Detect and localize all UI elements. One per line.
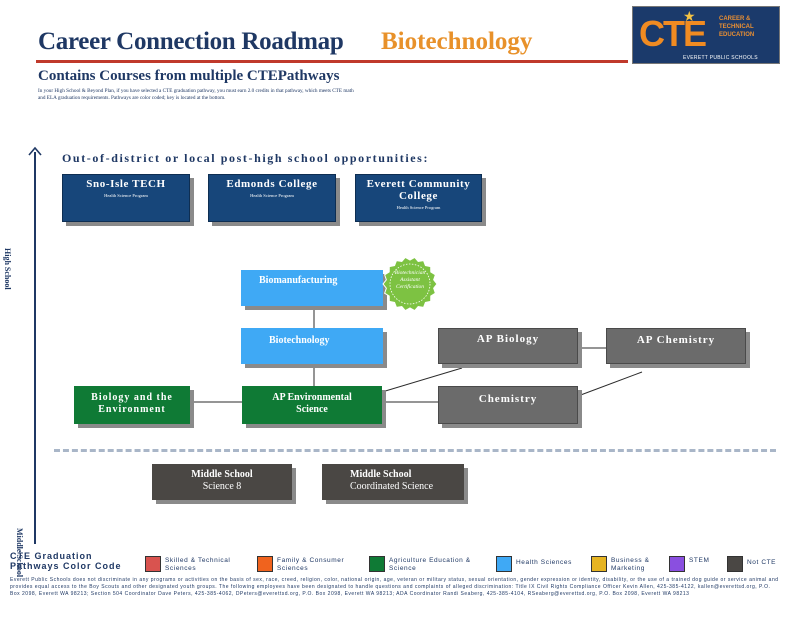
legend-swatch: [727, 556, 743, 572]
opportunity-sno-isle: Sno-Isle TECH Health Science Program: [62, 174, 190, 222]
legend-agriculture: Agriculture Education & Science: [369, 556, 493, 576]
legend-swatch: [591, 556, 607, 572]
course-ap-biology: AP Biology: [438, 328, 578, 364]
pathway-subject: Biotechnology: [381, 28, 533, 55]
legend-health-sciences: Health Sciences: [496, 556, 586, 576]
progression-axis: [34, 152, 36, 544]
legend-business-marketing: Business & Marketing: [591, 556, 667, 576]
legend-swatch: [496, 556, 512, 572]
certification-label: Biotechnician Assistant Certification: [394, 270, 426, 290]
cte-logo: CTE ★ CAREER & TECHNICAL EDUCATION EVERE…: [632, 6, 780, 64]
course-biomanufacturing: Biomanufacturing: [241, 270, 383, 306]
subtitle: Contains Courses from multiple CTEPathwa…: [38, 68, 340, 84]
course-ms-coordinated-science: Middle School Coordinated Science: [322, 464, 464, 500]
legend-swatch: [145, 556, 161, 572]
course-ap-environmental-science: AP Environmental Science: [242, 386, 382, 424]
legend-swatch: [369, 556, 385, 572]
level-divider: [54, 449, 776, 452]
legend-not-cte: Not CTE: [727, 556, 787, 576]
logo-text: CAREER & TECHNICAL EDUCATION: [719, 16, 755, 38]
page-title: Career Connection Roadmap: [38, 28, 344, 55]
course-ms-science-8: Middle School Science 8: [152, 464, 292, 500]
star-icon: ★: [683, 10, 696, 25]
nondiscrimination-statement: Everett Public Schools does not discrimi…: [10, 577, 779, 597]
legend-stem: STEM: [669, 556, 721, 576]
legend-swatch: [257, 556, 273, 572]
legend-swatch: [669, 556, 685, 572]
logo-mark: CTE: [639, 13, 707, 54]
intro-text: In your High School & Beyond Plan, if yo…: [38, 88, 354, 101]
logo-district: EVERETT PUBLIC SCHOOLS: [683, 55, 758, 61]
certification-seal-icon: [382, 256, 438, 312]
opportunity-everett-cc: Everett Community College Health Science…: [355, 174, 482, 222]
opportunities-heading: Out-of-district or local post-high schoo…: [62, 151, 430, 165]
course-biotechnology: Biotechnology: [241, 328, 383, 364]
course-chemistry: Chemistry: [438, 386, 578, 424]
opportunity-edmonds: Edmonds College Health Science Program: [208, 174, 336, 222]
legend-skilled-technical: Skilled & Technical Sciences: [145, 556, 255, 576]
legend-title: CTE Graduation Pathways Color Code: [10, 551, 122, 571]
arrow-up-icon: [28, 146, 42, 156]
title-divider: [36, 60, 628, 63]
course-ap-chemistry: AP Chemistry: [606, 328, 746, 364]
legend-family-consumer: Family & Consumer Sciences: [257, 556, 367, 576]
course-biology-environment: Biology and the Environment: [74, 386, 190, 424]
